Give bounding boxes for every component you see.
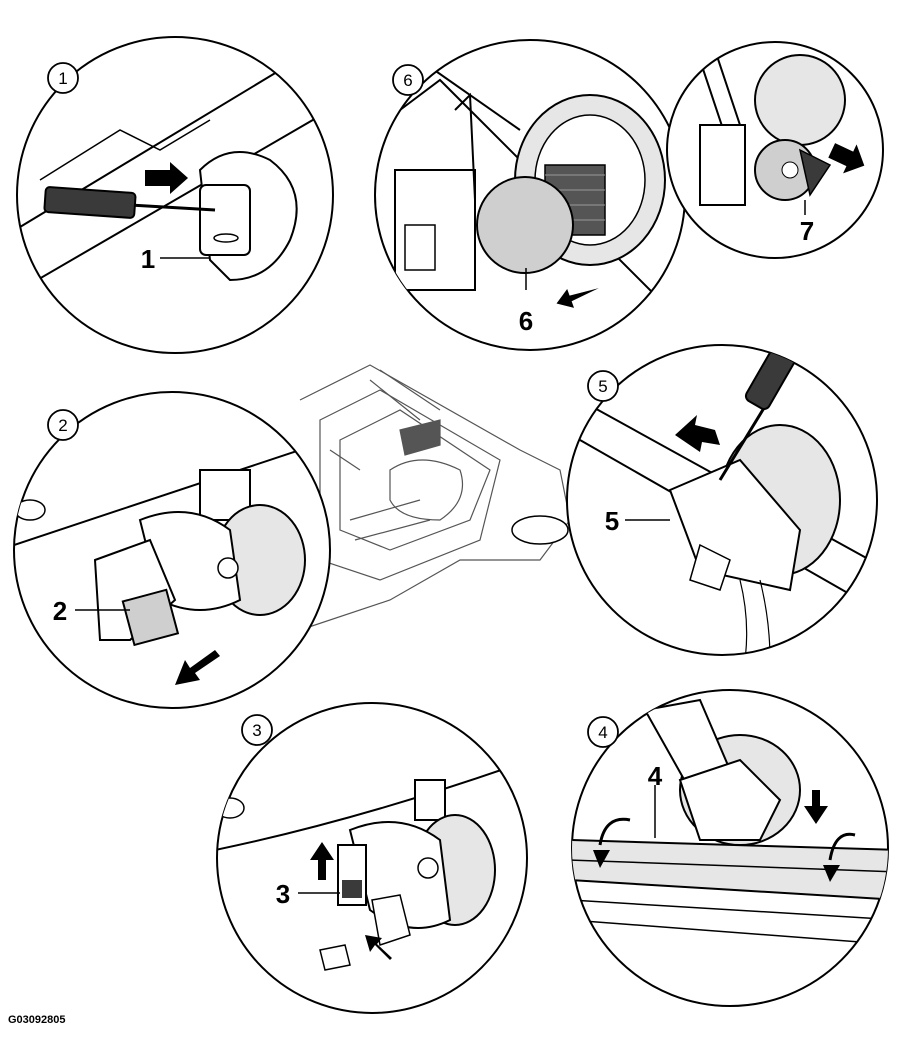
callout-1: 1 [141,244,155,274]
panel-step-4: 4 4 [571,689,889,1007]
panel-step-1: 1 1 [16,36,334,354]
step-4-number: 4 [598,723,607,742]
step-3-number: 3 [252,721,261,740]
step-2-number: 2 [58,416,67,435]
figure-id: G03092805 [8,1014,66,1026]
callout-4: 4 [648,761,663,791]
step-2-badge: 2 [47,409,79,441]
step-6-badge: 6 [392,64,424,96]
step-4-badge: 4 [587,716,619,748]
step-1-number: 1 [58,69,67,88]
step-5-number: 5 [598,377,607,396]
panel-step-7: 7 [666,41,884,259]
callout-6: 6 [519,306,533,336]
panel-step-2: 2 2 [13,391,331,709]
callout-7: 7 [800,216,814,246]
step-6-number: 6 [403,71,412,90]
step-3-badge: 3 [241,714,273,746]
vehicle-overview [299,364,571,631]
panel-step-5: 5 5 [566,344,878,656]
step-1-badge: 1 [47,62,79,94]
step-5-badge: 5 [587,370,619,402]
callout-5: 5 [605,506,619,536]
panel-step-3: 3 3 [216,702,528,1014]
callout-3: 3 [276,879,290,909]
panel-step-6: 6 6 [374,39,686,351]
callout-2: 2 [53,596,67,626]
